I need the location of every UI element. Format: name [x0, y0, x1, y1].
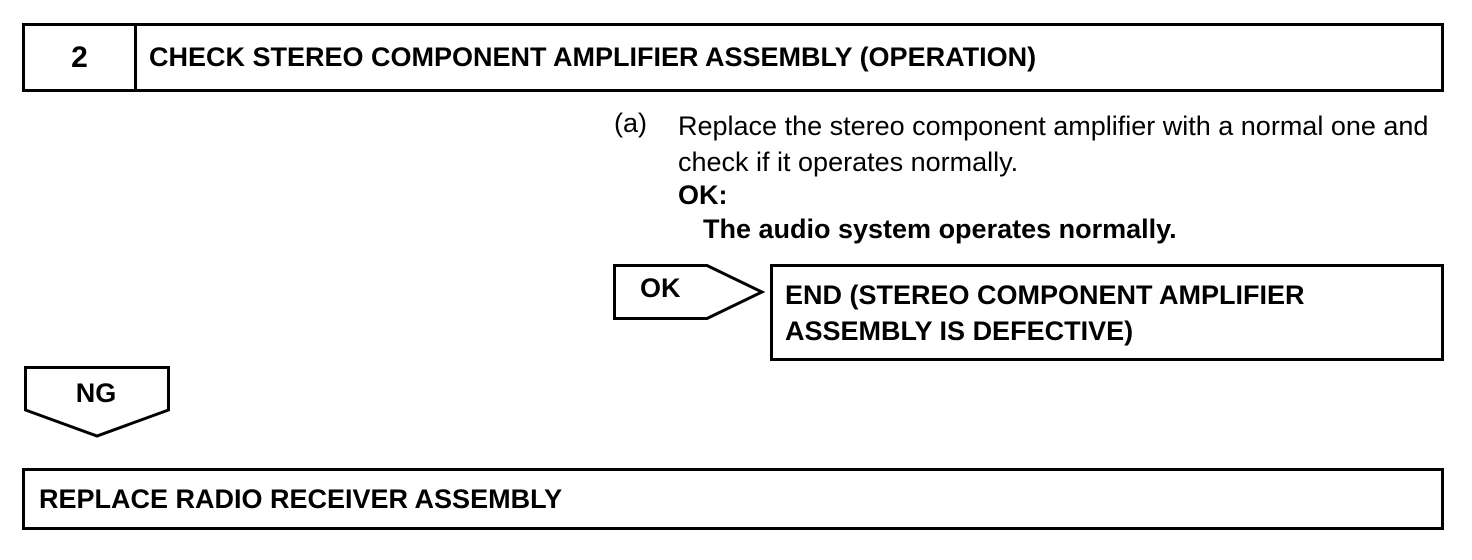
sub-step-marker: (a) — [614, 108, 647, 138]
ng-branch-label: NG — [75, 378, 117, 408]
ok-criteria-text: The audio system operates normally. — [703, 214, 1177, 244]
end-result-line-1: END (STEREO COMPONENT AMPLIFIER — [785, 280, 1305, 310]
end-result-line-2: ASSEMBLY IS DEFECTIVE) — [785, 316, 1134, 346]
ng-arrow-icon — [24, 366, 170, 438]
step-number: 2 — [25, 26, 137, 89]
instruction-text: Replace the stereo component amplifier w… — [678, 111, 1429, 177]
ok-arrow-icon — [613, 264, 765, 320]
ok-criteria-label: OK: — [678, 180, 728, 210]
final-action-box: REPLACE RADIO RECEIVER ASSEMBLY — [22, 468, 1444, 530]
step-title: CHECK STEREO COMPONENT AMPLIFIER ASSEMBL… — [149, 42, 1037, 72]
step-header: 2 CHECK STEREO COMPONENT AMPLIFIER ASSEM… — [22, 23, 1444, 92]
end-result-box: END (STEREO COMPONENT AMPLIFIER ASSEMBLY… — [770, 264, 1444, 361]
ok-branch-label: OK — [640, 273, 681, 303]
